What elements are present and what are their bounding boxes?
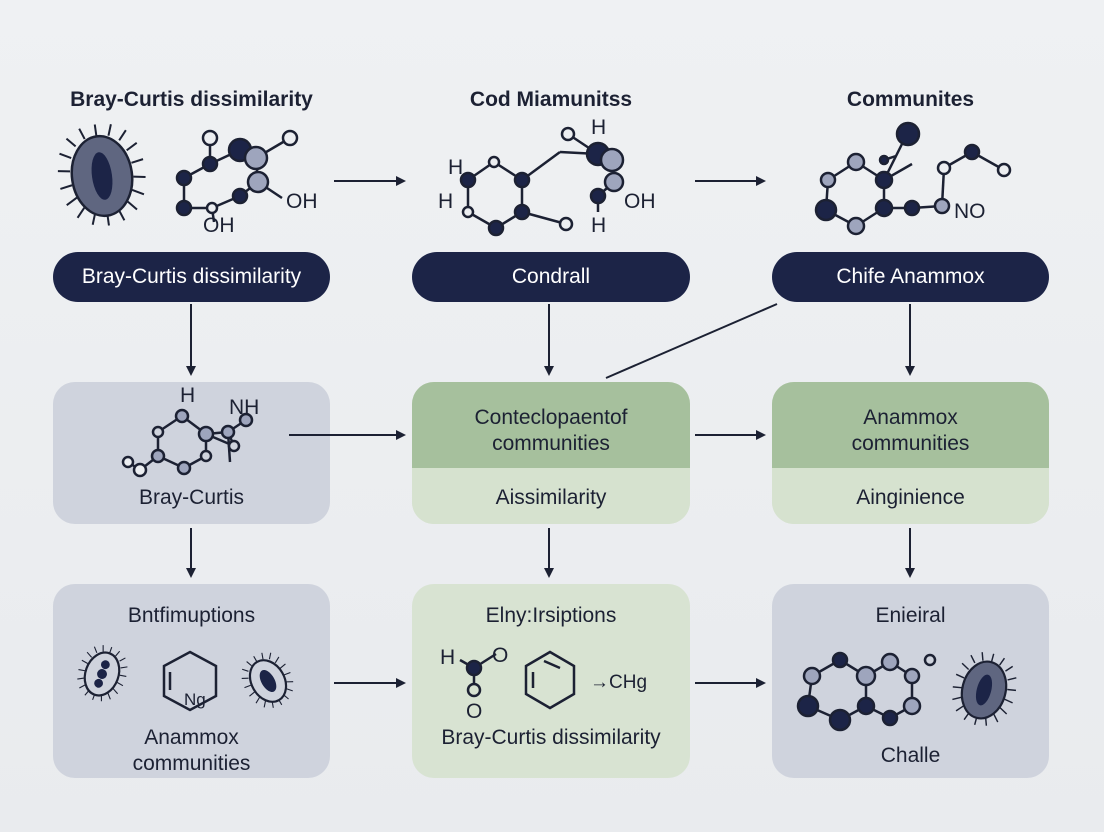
box-title: communities	[851, 432, 970, 455]
molecule-icon	[459, 126, 625, 237]
molecule-icon	[814, 121, 1012, 236]
molecule-icon	[175, 129, 299, 223]
box-title: Enieiral	[875, 604, 946, 627]
pill-condrall: Condrall	[412, 252, 690, 302]
molecule-icon	[796, 651, 937, 732]
box-anammox-communities	[772, 382, 1049, 524]
box-title: Anammox	[863, 406, 958, 429]
box-title: Bntfimuptions	[127, 604, 256, 627]
box-label: Challe	[880, 744, 941, 767]
box-title: Elny:Irsiptions	[485, 604, 617, 627]
pyridine-ring-icon	[162, 650, 218, 712]
atom-label: H	[440, 646, 456, 669]
atom-label: O	[466, 700, 483, 723]
bacterium-icon	[232, 643, 303, 718]
atom-label: H	[180, 384, 196, 407]
atom-label: O	[492, 644, 509, 667]
atom-label: Ng	[184, 690, 206, 709]
pill-chife-anammox: Chife Anammox	[772, 252, 1049, 302]
box-label: Anammox	[144, 726, 239, 749]
box-footer	[412, 468, 690, 524]
molecule-icon	[459, 652, 497, 698]
bacterium-icon	[51, 117, 153, 233]
heading-col1: Bray-Curtis dissimilarity	[70, 88, 313, 111]
box-title: communities	[492, 432, 610, 455]
box-header	[772, 382, 1049, 468]
box-subtitle: Ainginience	[856, 486, 965, 509]
box-elny-irsiptions	[412, 584, 690, 778]
atom-label: OH	[203, 214, 235, 237]
pill-bray-curtis: Bray-Curtis dissimilarity	[53, 252, 330, 302]
box-subtitle: Aissimilarity	[495, 486, 607, 509]
box-title: Conteclopaentof	[474, 406, 628, 429]
heading-col3: Communites	[846, 88, 975, 111]
box-label: communities	[132, 752, 251, 775]
atom-label: NO	[954, 200, 986, 223]
box-label: Bray-Curtis dissimilarity	[441, 726, 661, 749]
atom-label: OH	[286, 190, 318, 213]
box-footer	[772, 468, 1049, 524]
heading-col2: Cod Miamunitss	[469, 88, 633, 111]
atom-label: H	[591, 214, 607, 237]
box-bray-curtis	[53, 382, 330, 524]
atom-label: H	[591, 116, 607, 139]
box-header	[412, 382, 690, 468]
box-label: Bray-Curtis	[138, 486, 244, 509]
arrows-horizontal	[289, 176, 766, 688]
molecule-icon	[121, 408, 254, 478]
atom-label: →CHg	[590, 672, 648, 693]
bacterium-icon	[944, 645, 1025, 734]
benzene-ring-icon	[524, 650, 576, 710]
bacterium-icon	[69, 638, 135, 709]
atom-label: H	[448, 156, 464, 179]
atom-label: H	[438, 190, 454, 213]
atom-label: NH	[229, 396, 260, 419]
box-communities-center	[412, 382, 690, 524]
atom-label: OH	[624, 190, 656, 213]
arrows-vertical	[186, 303, 915, 578]
